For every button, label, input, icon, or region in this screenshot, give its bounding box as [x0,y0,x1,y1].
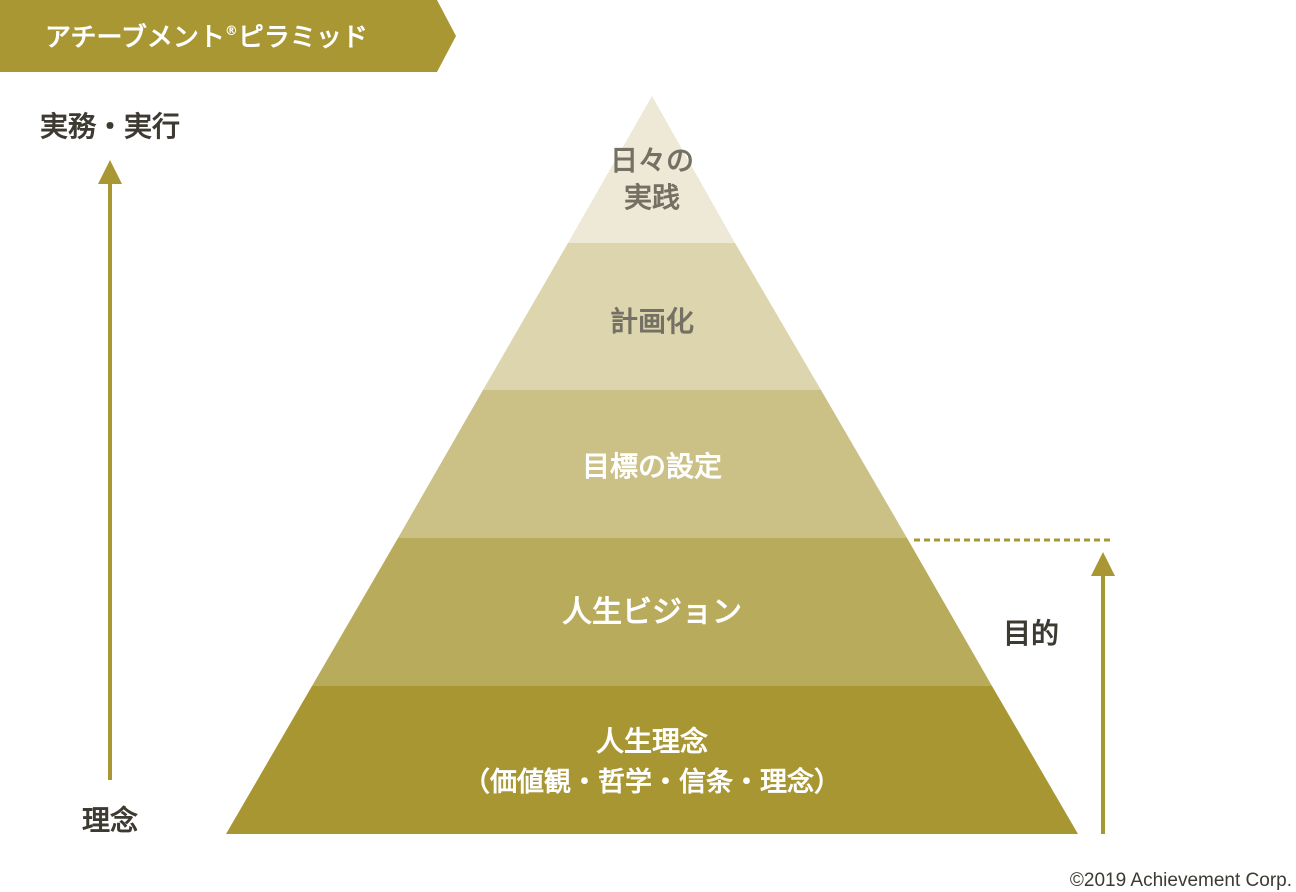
left-axis-bottom-label: 理念 [82,804,138,837]
title-tag: アチーブメント®ピラミッド [0,0,456,72]
title-tag-background [0,0,456,72]
pyramid-level-1 [568,96,735,243]
pyramid-level-5-label-line-2: （価値観・哲学・信条・理念） [463,766,841,798]
pyramid-level-1-label-line-1: 日々の [610,144,694,177]
pyramid: 日々の 実践 計画化 目標の設定 人生ビジョン 人生理念 （価値観・哲学・信条・… [226,96,1078,834]
right-axis-label: 目的 [1003,617,1059,650]
left-axis-arrowhead-icon [98,160,122,184]
copyright-text: ©2019 Achievement Corp. [1070,870,1292,891]
registered-mark: ® [225,24,238,39]
left-axis: 実務・実行 理念 [40,110,180,837]
pyramid-level-4-label: 人生ビジョン [562,595,742,630]
left-axis-arrow-shaft [108,182,112,780]
pyramid-level-5 [226,686,1078,834]
right-axis-arrowhead-icon [1091,552,1115,576]
pyramid-level-3 [398,390,907,538]
pyramid-level-3-label: 目標の設定 [582,450,722,483]
pyramid-level-2 [483,243,821,390]
pyramid-level-1-label-line-2: 実践 [624,181,680,214]
title-tag-main: アチーブメント [45,22,225,53]
pyramid-level-2-label: 計画化 [610,305,694,338]
right-axis-arrow-shaft [1101,574,1105,834]
pyramid-level-4 [312,538,992,686]
title-tag-text: アチーブメント®ピラミッド [45,22,368,53]
left-axis-top-label: 実務・実行 [40,110,180,143]
right-axis: 目的 [914,538,1115,834]
pyramid-level-5-label-line-1: 人生理念 [596,725,708,758]
title-tag-suffix: ピラミッド [238,23,368,53]
